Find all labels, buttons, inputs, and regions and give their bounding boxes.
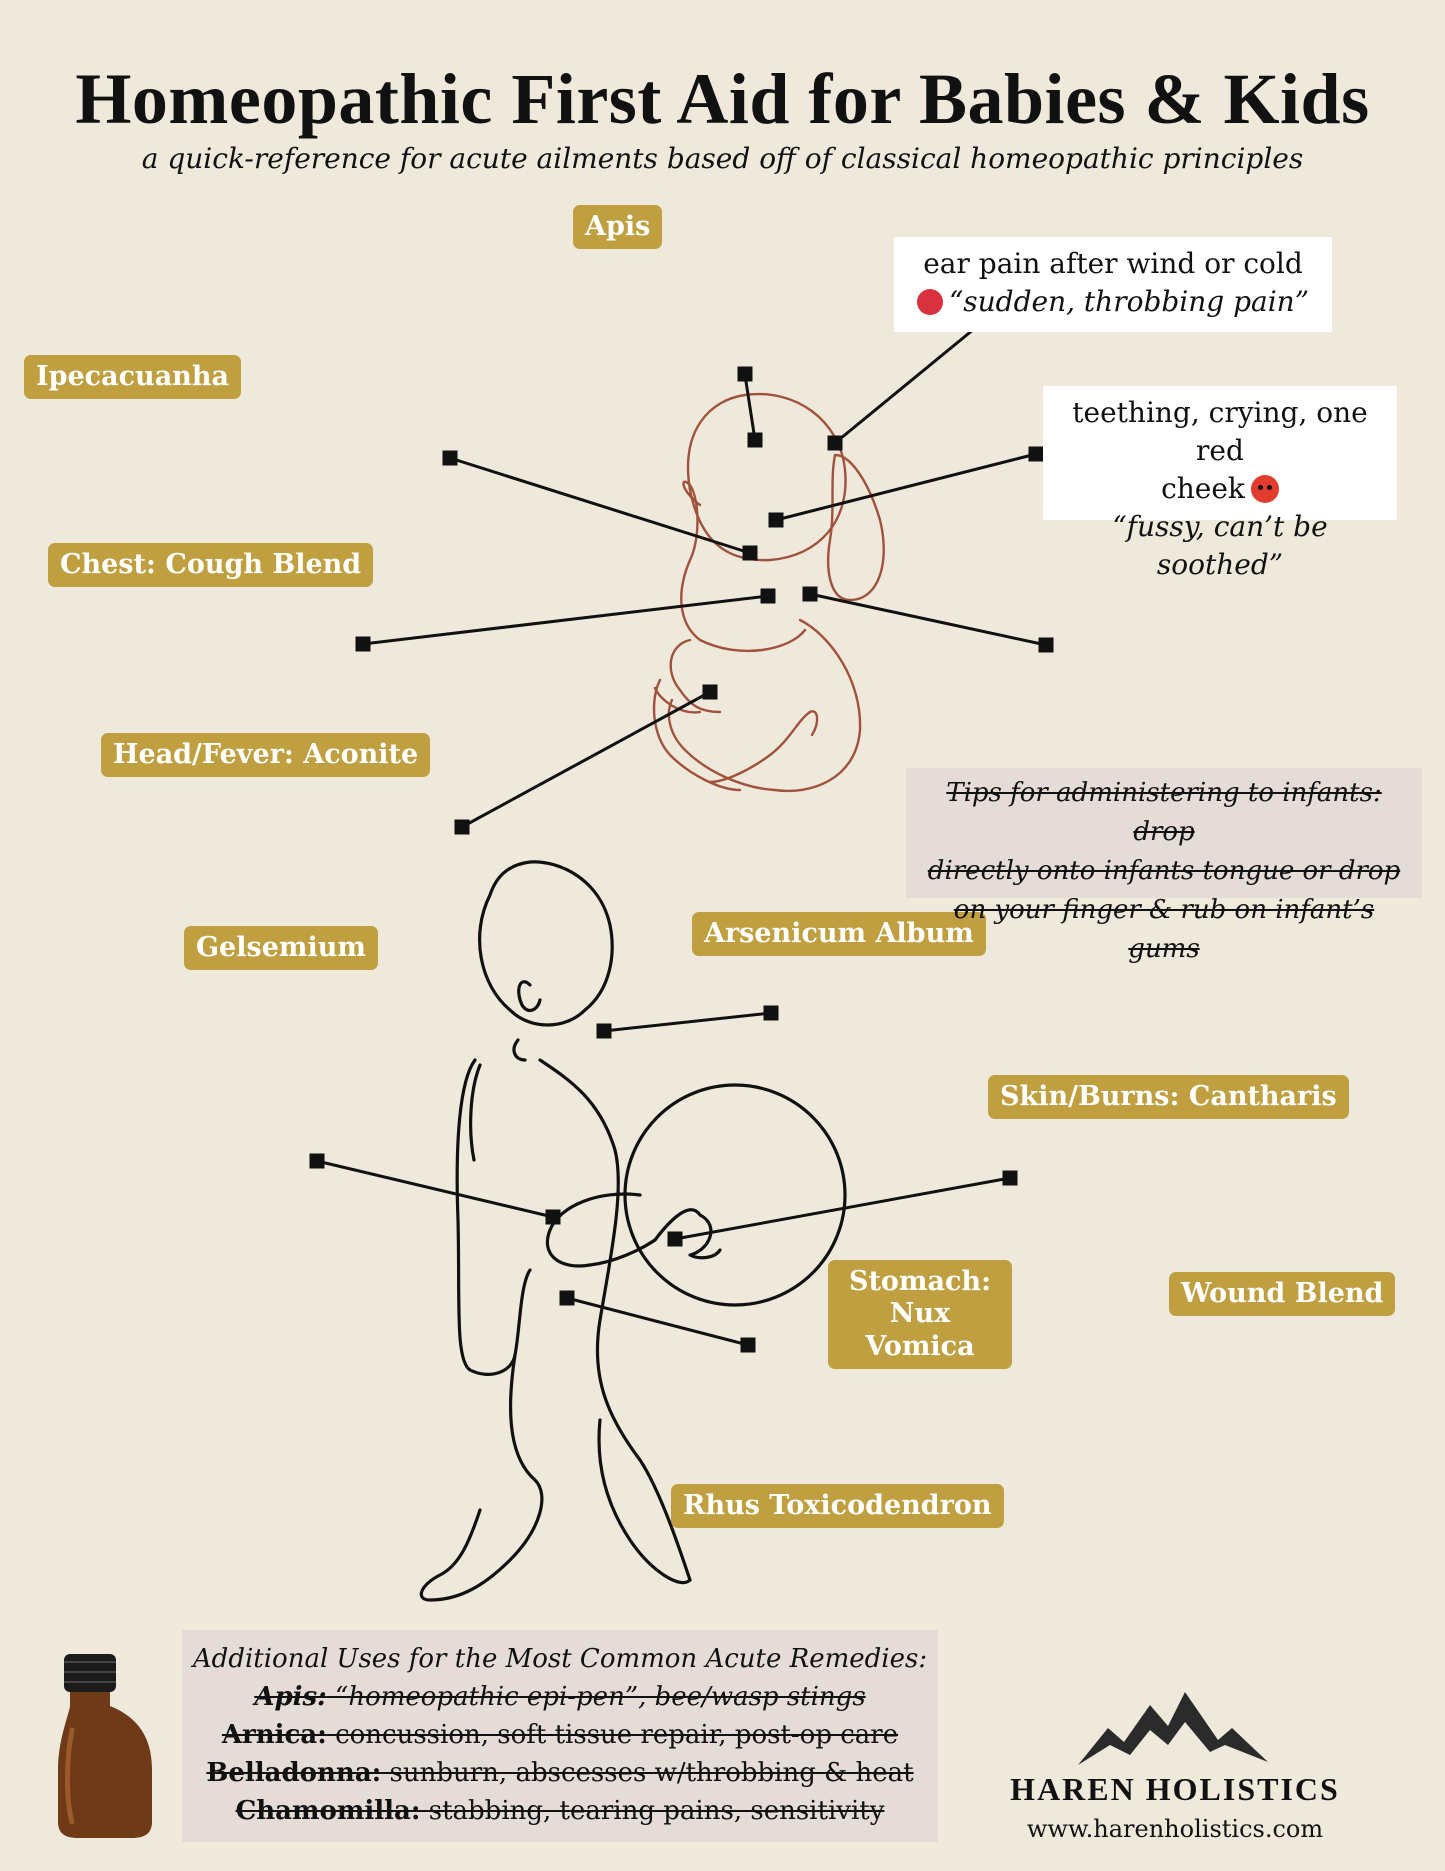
callout-ear-line2: “sudden, throbbing pain” [948, 285, 1310, 318]
baby-illustration [652, 392, 885, 793]
label-wound-blend: Wound Blend [1169, 1272, 1396, 1317]
tips-line3: on your finger & rub on infant’s gums [953, 895, 1375, 964]
additional-item-belladonna: Belladonna: sunburn, abscesses w/throbbi… [188, 1754, 932, 1792]
item-name: Chamomilla: [235, 1796, 421, 1826]
toddler-illustration [419, 860, 847, 1602]
item-text: sunburn, abscesses w/throbbing & heat [389, 1758, 914, 1788]
brand-website-link[interactable]: www.harenholistics.com [1026, 1815, 1324, 1843]
callout-teething: teething, crying, one red cheek “fussy, … [1043, 386, 1397, 581]
additional-uses-box: Additional Uses for the Most Common Acut… [182, 1630, 938, 1842]
angry-face-icon [1250, 475, 1279, 503]
label-chest-cough-blend: Chest: Cough Blend [48, 543, 374, 588]
callout-teething-line1: teething, crying, one red [1072, 396, 1368, 467]
label-stomach-line1: Stomach: [848, 1266, 992, 1297]
tips-box: Tips for administering to infants: drop … [906, 768, 1422, 964]
label-head-fever-aconite: Head/Fever: Aconite [101, 733, 431, 778]
additional-item-chamomilla: Chamomilla: stabbing, tearing pains, sen… [188, 1792, 932, 1830]
page-title: Homeopathic First Aid for Babies & Kids [75, 59, 1370, 139]
item-text: stabbing, tearing pains, sensitivity [428, 1796, 885, 1826]
item-name: Arnica: [221, 1720, 327, 1750]
label-skin-burns-cantharis: Skin/Burns: Cantharis [988, 1075, 1349, 1120]
additional-item-arnica: Arnica: concussion, soft tissue repair, … [188, 1716, 932, 1754]
callout-teething-line2: cheek [1161, 472, 1245, 505]
label-ipecacuanha: Ipecacuanha [24, 355, 241, 400]
label-apis: Apis [573, 205, 663, 250]
additional-item-apis: Apis: “homeopathic epi-pen”, bee/wasp st… [188, 1678, 932, 1716]
mountain-logo-icon [1078, 1692, 1268, 1765]
bottle-icon [58, 1654, 152, 1838]
callout-ear-pain: ear pain after wind or cold “sudden, thr… [894, 237, 1332, 332]
callout-teething-line3: “fussy, can’t be soothed” [1112, 510, 1328, 581]
tips-line1: Tips for administering to infants: drop [946, 778, 1382, 847]
red-circle-icon [916, 289, 943, 315]
label-arsenicum-album: Arsenicum Album [692, 912, 986, 957]
brand-name: HAREN HOLISTICS [1010, 1771, 1340, 1807]
additional-uses-heading: Additional Uses for the Most Common Acut… [192, 1644, 928, 1674]
item-text: “homeopathic epi-pen”, bee/wasp stings [335, 1682, 866, 1712]
label-gelsemium: Gelsemium [184, 926, 378, 971]
label-stomach-line2: Nux Vomica [865, 1298, 975, 1362]
page-subtitle: a quick-reference for acute ailments bas… [141, 142, 1304, 175]
item-name: Belladonna: [206, 1758, 382, 1788]
label-stomach-nux-vomica: Stomach: Nux Vomica [828, 1260, 1012, 1370]
tips-line2: directly onto infants tongue or drop [927, 856, 1401, 886]
item-name: Apis: [254, 1682, 327, 1712]
label-rhus-toxicodendron: Rhus Toxicodendron [671, 1484, 1004, 1529]
callout-ear-line1: ear pain after wind or cold [923, 247, 1303, 280]
item-text: concussion, soft tissue repair, post-op … [335, 1720, 899, 1750]
